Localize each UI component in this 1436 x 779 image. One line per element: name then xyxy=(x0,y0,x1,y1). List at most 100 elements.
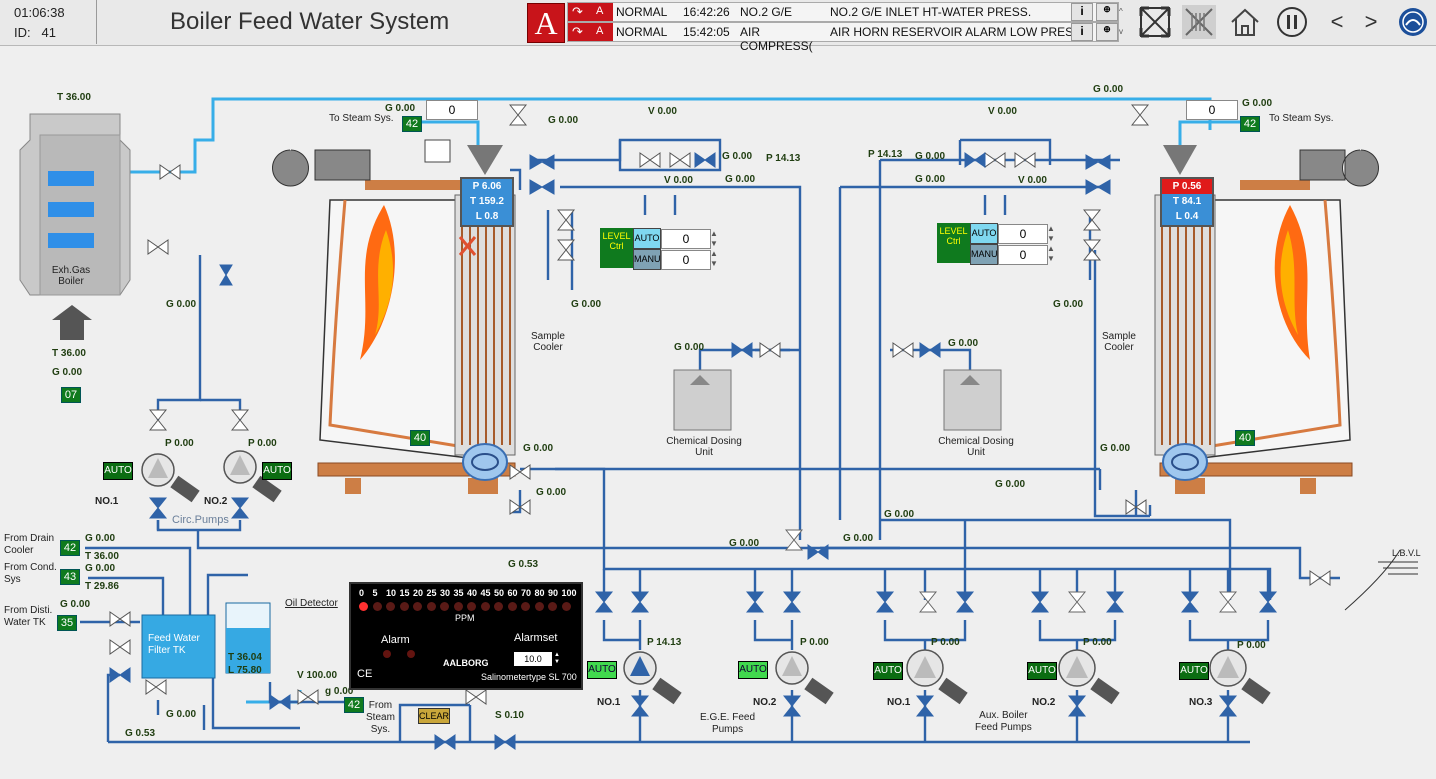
alarm-led-1 xyxy=(383,650,391,658)
alarmset-input[interactable]: 10.0 xyxy=(514,652,552,666)
ppm-led xyxy=(413,602,422,611)
left-to-steam-label: To Steam Sys. xyxy=(329,113,394,124)
scale-tick: 35 xyxy=(453,588,464,598)
alarm-summary-button[interactable]: A xyxy=(527,3,565,43)
fullscreen-icon[interactable] xyxy=(1138,5,1172,39)
center-right-valve-top: V 0.00 xyxy=(988,106,1017,117)
left-boiler-box[interactable]: 40 xyxy=(410,430,430,446)
mute-icon[interactable] xyxy=(1182,5,1216,39)
left-steam-setpoint-input[interactable]: 0 xyxy=(426,100,478,120)
alarm-expand-icon[interactable]: ⊕ xyxy=(1096,23,1118,41)
ppm-led xyxy=(453,602,463,611)
chem-right-flow: G 0.00 xyxy=(948,338,979,349)
aux-pump3-label: NO.3 xyxy=(1189,697,1213,708)
right-level-manu-button[interactable]: MANU xyxy=(970,244,998,265)
left-level-manu-input[interactable]: 0 xyxy=(661,250,711,270)
ege-pumps-label: E.G.E. Feed Pumps xyxy=(700,712,756,735)
circ-pump2-pressure: P 0.00 xyxy=(248,438,277,449)
left-level-manu-button[interactable]: MANU xyxy=(633,249,661,270)
company-logo-icon xyxy=(1399,8,1427,36)
salinometer-unit: PPM xyxy=(455,613,475,623)
chemical-dosing-unit-right[interactable] xyxy=(943,369,1002,431)
scale-tick: 0 xyxy=(359,588,365,598)
home-icon[interactable] xyxy=(1228,5,1262,39)
center-mid-flow-low2: G 0.00 xyxy=(843,533,874,544)
circ-pump2-auto-button[interactable]: AUTO xyxy=(262,462,292,480)
scale-tick: 5 xyxy=(372,588,378,598)
salinity-value: S 0.10 xyxy=(495,710,524,721)
aux-pump3-auto-button[interactable]: AUTO xyxy=(1179,662,1209,680)
chem-right-label: Chemical Dosing Unit xyxy=(938,436,1014,458)
right-level-stepper[interactable]: ▲▼▲▼ xyxy=(1047,224,1055,263)
alarm-led-2 xyxy=(407,650,415,658)
left-boiler-flow-bottom: G 0.00 xyxy=(536,487,567,498)
alarmset-stepper[interactable]: ▲▼ xyxy=(554,652,560,665)
center-right-bottom-flow: G 0.00 xyxy=(995,479,1026,490)
chem-left-label: Chemical Dosing Unit xyxy=(666,436,742,458)
exh-boiler-status-box[interactable]: 07 xyxy=(61,387,81,403)
aux-pump1-auto-button[interactable]: AUTO xyxy=(873,662,903,680)
right-boiler-box[interactable]: 40 xyxy=(1235,430,1255,446)
left-level-auto-input[interactable]: 0 xyxy=(661,229,711,249)
right-steam-box[interactable]: 42 xyxy=(1240,116,1260,132)
from-cond-box[interactable]: 43 xyxy=(60,569,80,585)
aux-pumps-label: Aux. Boiler Feed Pumps xyxy=(975,710,1032,733)
alarm-expand-icon[interactable]: ⊕ xyxy=(1096,3,1118,21)
alarm-state: NORMAL xyxy=(616,5,668,19)
from-cond-temp: T 29.86 xyxy=(85,581,119,592)
ppm-led xyxy=(534,602,544,611)
ppm-led xyxy=(372,602,382,611)
circ-pump1-label: NO.1 xyxy=(95,496,119,507)
right-level-manu-input[interactable]: 0 xyxy=(998,245,1048,265)
scale-tick: 40 xyxy=(467,588,478,598)
clear-button[interactable]: CLEAR xyxy=(418,708,450,724)
ppm-led xyxy=(494,602,503,611)
alarm-info-button[interactable]: i xyxy=(1071,23,1093,41)
center-mid-flow: G 0.00 xyxy=(729,538,760,549)
alarm-ack-button[interactable]: ↷ A xyxy=(568,23,613,41)
alarm-scroll[interactable]: ^v xyxy=(1119,7,1123,36)
alarm-source: NO.2 G/E xyxy=(740,5,793,19)
outlet-box[interactable]: 42 xyxy=(344,697,364,713)
right-level-auto-input[interactable]: 0 xyxy=(998,224,1048,244)
right-steam-flow: G 0.00 xyxy=(1242,98,1273,109)
alarm-info-button[interactable]: i xyxy=(1071,3,1093,21)
aux-pump2-auto-button[interactable]: AUTO xyxy=(1027,662,1057,680)
pump-symbols xyxy=(141,450,1271,705)
ppm-led xyxy=(548,602,557,611)
left-steam-box[interactable]: 42 xyxy=(402,116,422,132)
filter-tank-temp: T 36.04 xyxy=(228,652,262,663)
alarm-row[interactable]: ↷ A NORMAL 15:42:05 AIR COMPRESS( AIR HO… xyxy=(567,22,1119,53)
scale-tick: 20 xyxy=(413,588,424,598)
from-drain-box[interactable]: 42 xyxy=(60,540,80,556)
left-level-stepper[interactable]: ▲▼▲▼ xyxy=(710,229,718,268)
pause-icon[interactable] xyxy=(1275,5,1309,39)
ppm-led xyxy=(507,602,517,611)
from-disti-label: From Disti. Water TK xyxy=(4,605,53,628)
alarm-source: AIR COMPRESS( xyxy=(740,25,813,53)
ege-pump1-auto-button[interactable]: AUTO xyxy=(587,661,617,679)
scale-tick: 70 xyxy=(521,588,532,598)
circ-pump1-pressure: P 0.00 xyxy=(165,438,194,449)
salinometer-alarm-label: Alarm xyxy=(381,634,410,646)
alarm-ack-button[interactable]: ↷ A xyxy=(568,3,613,21)
right-level-auto-button[interactable]: AUTO xyxy=(970,223,998,244)
left-level-auto-button[interactable]: AUTO xyxy=(633,228,661,249)
from-disti-box[interactable]: 35 xyxy=(57,615,77,631)
exh-boiler-flow: G 0.00 xyxy=(52,367,83,378)
lbvl-label: L.B.V.L xyxy=(1392,548,1421,558)
right-steam-setpoint-input[interactable]: 0 xyxy=(1186,100,1238,120)
prev-page-button[interactable]: < xyxy=(1330,9,1344,34)
scale-tick: 15 xyxy=(399,588,410,598)
aux-pump1-pressure: P 0.00 xyxy=(931,637,960,648)
circ-pump1-auto-button[interactable]: AUTO xyxy=(103,462,133,480)
left-boiler-drawing xyxy=(272,139,516,494)
center-left-pressure: P 14.13 xyxy=(766,153,801,164)
ege-pump2-auto-button[interactable]: AUTO xyxy=(738,661,768,679)
ppm-led xyxy=(467,602,476,611)
next-page-button[interactable]: > xyxy=(1364,9,1378,34)
alarm-row[interactable]: ↷ A NORMAL 16:42:26 NO.2 G/E NO.2 G/E IN… xyxy=(567,2,1119,22)
circ-flow: G 0.00 xyxy=(166,299,197,310)
